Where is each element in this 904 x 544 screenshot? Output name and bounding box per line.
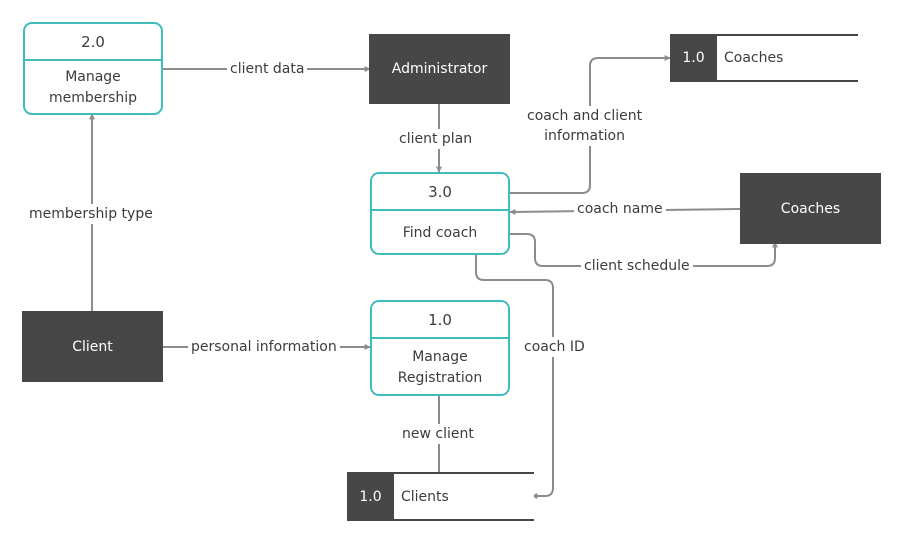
store-name: Clients (401, 488, 449, 505)
edge-client-schedule (510, 233, 778, 267)
flow-label-personal-information: personal information (188, 337, 340, 357)
entity-label: Client (72, 338, 113, 355)
store-id: 1.0 (670, 36, 717, 80)
flow-label-coach-client-information: coach and client information (524, 106, 646, 146)
process-number: 1.0 (372, 302, 508, 339)
process-name-line1: Manage (412, 348, 468, 365)
entity-coaches[interactable]: Coaches (740, 173, 881, 244)
flow-label-client-data: client data (227, 59, 308, 79)
store-clients[interactable]: 1.0 Clients (347, 472, 534, 521)
flow-label-coach-id: coach ID (521, 337, 588, 357)
flow-label-line2: information (544, 128, 625, 144)
entity-label: Administrator (391, 61, 488, 77)
flow-label-new-client: new client (399, 424, 477, 444)
flow-label-membership-type: membership type (26, 204, 156, 224)
process-manage-membership[interactable]: 2.0 Manage membership (23, 22, 163, 115)
flow-label-client-schedule: client schedule (581, 256, 693, 276)
process-find-coach[interactable]: 3.0 Find coach (370, 172, 510, 255)
process-name-line2: Registration (397, 369, 483, 386)
flow-label-line1: coach and client (527, 108, 643, 124)
flow-label-client-plan: client plan (396, 129, 476, 149)
store-name: Coaches (724, 50, 784, 66)
process-number: 2.0 (25, 24, 161, 61)
flow-label-coach-name: coach name (574, 199, 666, 219)
process-manage-registration[interactable]: 1.0 Manage Registration (370, 300, 510, 396)
process-number: 3.0 (372, 174, 508, 211)
process-name-line1: Manage (65, 69, 121, 85)
entity-administrator[interactable]: Administrator (369, 34, 510, 104)
entity-label: Coaches (780, 200, 841, 217)
edge-coach-id (475, 255, 554, 499)
entity-client[interactable]: Client (22, 311, 163, 382)
store-coaches[interactable]: 1.0 Coaches (670, 34, 858, 82)
process-name-line2: membership (48, 90, 138, 106)
process-name: Find coach (402, 224, 478, 241)
store-id: 1.0 (347, 474, 394, 519)
